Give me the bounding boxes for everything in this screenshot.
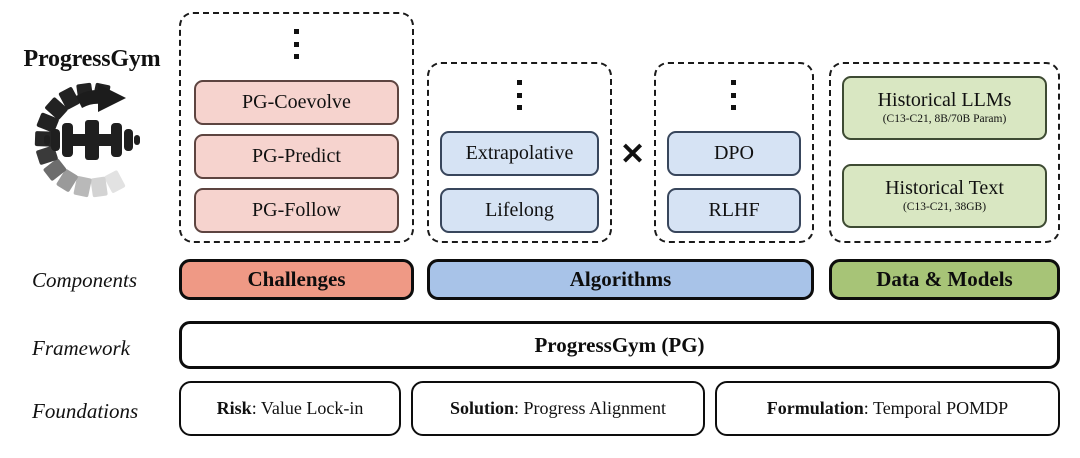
- chip-label: RLHF: [708, 199, 760, 221]
- data-item-historical-text[interactable]: Historical Text (C13-C21, 38GB): [842, 164, 1047, 228]
- chip-label: Lifelong: [485, 199, 554, 221]
- algorithm-item-extrapolative[interactable]: Extrapolative: [440, 131, 599, 176]
- framework-band-progressgym[interactable]: ProgressGym (PG): [179, 321, 1060, 369]
- foundation-item-risk[interactable]: Risk: Value Lock-in: [179, 381, 401, 436]
- challenge-item-pg-coevolve[interactable]: PG-Coevolve: [194, 80, 399, 125]
- foundation-value: : Temporal POMDP: [863, 398, 1009, 418]
- chip-label: PG-Coevolve: [242, 91, 351, 113]
- chip-sublabel: (C13-C21, 8B/70B Param): [882, 113, 1007, 126]
- challenges-ellipsis-icon: [294, 29, 299, 59]
- challenge-item-pg-follow[interactable]: PG-Follow: [194, 188, 399, 233]
- foundation-key: Risk: [216, 398, 252, 418]
- brand-logo-block: ProgressGym: [8, 46, 176, 236]
- chip-label: Historical Text: [885, 177, 1004, 200]
- algorithm-item-lifelong[interactable]: Lifelong: [440, 188, 599, 233]
- algorithm-item-dpo[interactable]: DPO: [667, 131, 801, 176]
- chip-sublabel: (C13-C21, 38GB): [902, 201, 987, 214]
- component-band-algorithms[interactable]: Algorithms: [427, 259, 814, 300]
- challenge-item-pg-predict[interactable]: PG-Predict: [194, 134, 399, 179]
- component-band-data-models[interactable]: Data & Models: [829, 259, 1060, 300]
- chip-label: PG-Predict: [252, 145, 341, 167]
- cross-product-icon: ✕: [620, 138, 646, 171]
- foundation-item-formulation[interactable]: Formulation: Temporal POMDP: [715, 381, 1060, 436]
- row-label-framework: Framework: [32, 336, 130, 360]
- progressgym-logo-icon: [30, 78, 154, 202]
- methods-ellipsis-icon: [731, 80, 736, 110]
- foundation-item-solution[interactable]: Solution: Progress Alignment: [411, 381, 705, 436]
- band-label: Challenges: [247, 267, 346, 291]
- chip-label: DPO: [713, 142, 754, 164]
- data-item-historical-llms[interactable]: Historical LLMs (C13-C21, 8B/70B Param): [842, 76, 1047, 140]
- page-title: ProgressGym: [23, 46, 161, 72]
- algorithm-item-rlhf[interactable]: RLHF: [667, 188, 801, 233]
- component-band-challenges[interactable]: Challenges: [179, 259, 414, 300]
- chip-label: PG-Follow: [252, 199, 341, 221]
- foundation-key: Solution: [449, 398, 515, 418]
- row-label-foundations: Foundations: [32, 399, 139, 423]
- band-label: Algorithms: [569, 267, 672, 291]
- chip-label: Historical LLMs: [877, 89, 1012, 112]
- chip-label: Extrapolative: [465, 142, 574, 164]
- band-label: Data & Models: [876, 267, 1013, 291]
- paradigms-ellipsis-icon: [517, 80, 522, 110]
- foundation-key: Formulation: [766, 398, 864, 418]
- row-label-components: Components: [32, 268, 137, 292]
- band-label: ProgressGym (PG): [534, 332, 705, 357]
- foundation-value: : Progress Alignment: [514, 398, 667, 418]
- foundation-value: : Value Lock-in: [251, 398, 364, 418]
